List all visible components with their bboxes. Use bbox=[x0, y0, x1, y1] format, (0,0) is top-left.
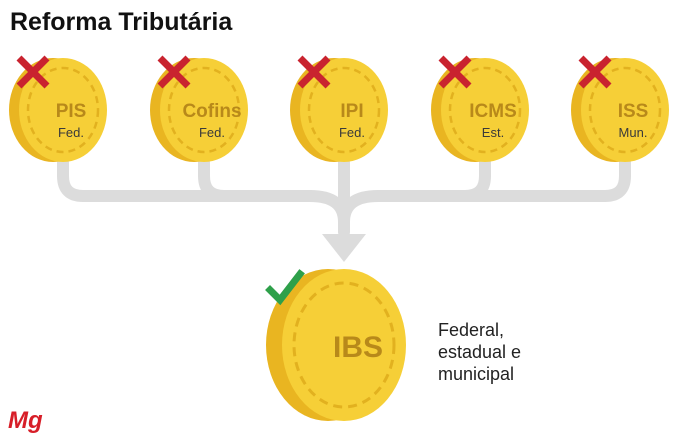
cross-icon bbox=[438, 55, 472, 89]
tax-coin-ipi: IPI Fed. bbox=[290, 55, 388, 162]
description-line: estadual e bbox=[438, 342, 521, 362]
new-tax-name: IBS bbox=[333, 331, 383, 364]
tax-name: ICMS bbox=[469, 101, 517, 122]
connector-lines bbox=[57, 154, 631, 238]
brand-logo: Mg bbox=[8, 407, 43, 434]
tax-name: PIS bbox=[56, 101, 87, 122]
tax-sphere: Fed. bbox=[58, 125, 84, 140]
new-tax-description: Federal, estadual e municipal bbox=[438, 320, 521, 384]
cross-icon bbox=[157, 55, 191, 89]
tax-coin-icms: ICMS Est. bbox=[431, 55, 529, 162]
tax-name: ISS bbox=[618, 101, 649, 122]
coin-rim bbox=[307, 66, 381, 154]
tax-coin-iss: ISS Mun. bbox=[571, 55, 669, 162]
tax-name: IPI bbox=[340, 101, 363, 122]
tax-sphere: Est. bbox=[482, 125, 504, 140]
coin-rim bbox=[448, 66, 522, 154]
page-title: Reforma Tributária bbox=[10, 8, 233, 36]
connector-cofins bbox=[198, 154, 316, 202]
tax-sphere: Fed. bbox=[339, 125, 365, 140]
check-icon bbox=[265, 269, 305, 306]
tax-sphere: Fed. bbox=[199, 125, 225, 140]
connector-arrow-head bbox=[322, 234, 366, 262]
tax-name: Cofins bbox=[182, 101, 241, 122]
new-tax-coin: IBS bbox=[266, 269, 406, 421]
cross-icon bbox=[297, 55, 331, 89]
coin-rim bbox=[26, 66, 100, 154]
description-line: municipal bbox=[438, 364, 514, 384]
tax-sphere: Mun. bbox=[619, 125, 648, 140]
coin-rim bbox=[588, 66, 662, 154]
description-line: Federal, bbox=[438, 320, 504, 340]
tax-coin-pis: PIS Fed. bbox=[9, 55, 107, 162]
cross-icon bbox=[16, 55, 50, 89]
coin-rim bbox=[167, 66, 241, 154]
cross-icon bbox=[578, 55, 612, 89]
connector-iss bbox=[338, 154, 631, 228]
